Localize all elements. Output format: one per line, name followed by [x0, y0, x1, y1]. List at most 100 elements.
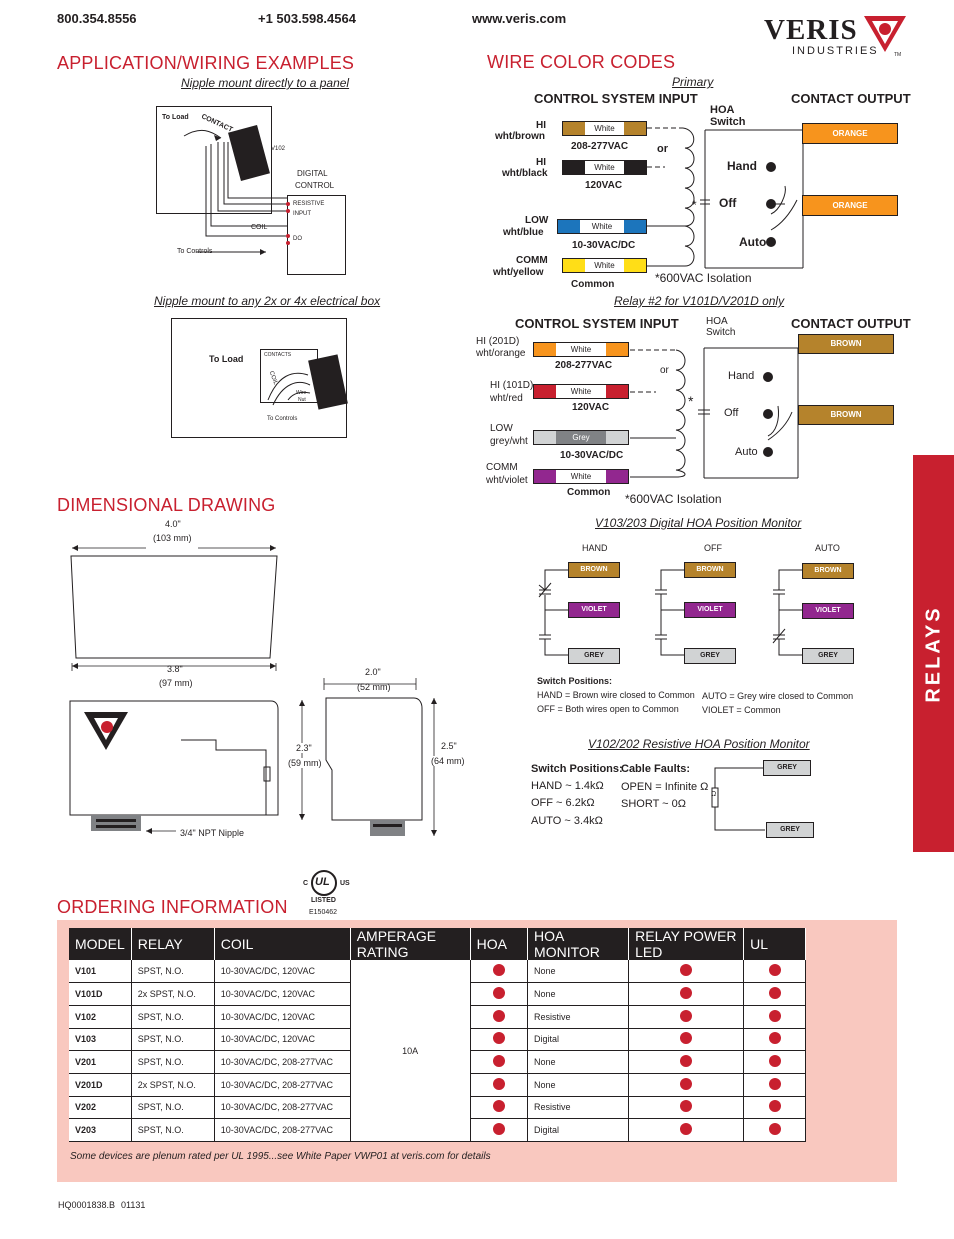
resistive-title: V102/202 Resistive HOA Position Monitor: [588, 737, 810, 751]
header-phone1: 800.354.8556: [57, 11, 137, 26]
cell-coil: 10-30VAC/DC, 120VAC: [214, 982, 351, 1006]
mon-auto-grey: GREY: [802, 648, 854, 664]
cell-led: [628, 1028, 745, 1052]
resistive-sp2: OFF ~ 6.2kΩ: [531, 797, 595, 809]
cell-hoa: [470, 1005, 529, 1029]
ul-code: E150462: [309, 909, 338, 916]
cell-monitor: Digital: [527, 1118, 630, 1142]
front-logo-icon: [84, 712, 128, 750]
p-row-2-label1: LOW: [525, 215, 549, 226]
cell-hoa: [470, 1096, 529, 1120]
cell-ul: [743, 1050, 806, 1074]
front-view-drawing: [69, 700, 279, 834]
r-row-0-mid: White: [570, 345, 592, 354]
monitor-sp4: VIOLET = Common: [702, 705, 781, 715]
mon-hand-brown: BROWN: [568, 562, 620, 578]
resistive-grey-2: GREY: [766, 822, 814, 838]
cell-hoa: [470, 1050, 529, 1074]
relay2-csi: CONTROL SYSTEM INPUT: [515, 316, 679, 331]
r-row-3-bar: White: [533, 469, 629, 484]
veris-logo: VERIS INDUSTRIES TM: [762, 14, 912, 60]
d1-resistive: RESISTIVE: [293, 201, 325, 207]
p-row-3-label2: wht/yellow: [493, 267, 544, 278]
hoa-dot-icon: [492, 1032, 505, 1045]
primary-or: or: [657, 143, 668, 155]
cell-monitor: None: [527, 1050, 630, 1074]
monitor-sp3: AUTO = Grey wire closed to Common: [702, 691, 854, 701]
r-row-2-mid: Grey: [572, 433, 590, 442]
mon-off-brown: BROWN: [684, 562, 736, 578]
ul-dot-icon: [768, 1009, 781, 1022]
hoa-dot-icon: [492, 1009, 505, 1022]
p-row-1-volt: 120VAC: [585, 180, 623, 191]
primary-hoa: HOA: [710, 104, 735, 116]
cell-relay: 2x SPST, N.O.: [131, 982, 215, 1006]
led-dot-icon: [680, 987, 693, 1000]
cell-relay: SPST, N.O.: [131, 1096, 215, 1120]
r-row-1-mid: White: [570, 387, 592, 396]
primary-csi: CONTROL SYSTEM INPUT: [534, 91, 698, 106]
cell-relay: SPST, N.O.: [131, 1118, 215, 1142]
relay2-co: CONTACT OUTPUT: [791, 316, 911, 331]
relay2-off: Off: [724, 407, 739, 419]
ul-dot-icon: [768, 987, 781, 1000]
cell-coil: 10-30VAC/DC, 208-277VAC: [214, 1096, 351, 1120]
cell-relay: SPST, N.O.: [131, 1005, 215, 1029]
th-model: MODEL: [69, 928, 132, 960]
ordering-section-title: ORDERING INFORMATION: [57, 897, 288, 917]
d1-coil: COIL: [251, 224, 268, 231]
r-row-2-label1: LOW: [490, 423, 513, 434]
cell-model: V102: [69, 1005, 132, 1029]
r-row-3-mid: White: [570, 472, 592, 481]
resistive-cf-title: Cable Faults:: [621, 763, 691, 775]
r-row-1-volt: 120VAC: [572, 402, 610, 413]
ul-c: C: [303, 880, 309, 887]
monitor-title: V103/203 Digital HOA Position Monitor: [595, 516, 802, 530]
table-row: V201D 2x SPST, N.O. 10-30VAC/DC, 208-277…: [69, 1073, 806, 1097]
relay2-or: or: [660, 365, 669, 376]
p-row-0-label1: HI: [536, 120, 546, 131]
primary-out-1: ORANGE: [802, 123, 898, 144]
ul-circle: [311, 870, 337, 896]
p-row-0-volt: 208-277VAC: [571, 141, 629, 152]
table-row: V101 SPST, N.O. 10-30VAC/DC, 120VAC 10A …: [69, 960, 806, 1142]
cell-monitor: Digital: [527, 1028, 630, 1052]
cell-relay: SPST, N.O.: [131, 1028, 215, 1052]
relay2-label: Relay #2 for V101D/V201D only: [614, 294, 785, 308]
r-row-2-volt: 10-30VAC/DC: [560, 450, 624, 461]
p-row-2-mid: White: [591, 222, 613, 231]
ul-dot-icon: [768, 1077, 781, 1090]
ul-dot-icon: [768, 1055, 781, 1068]
led-dot-icon: [680, 964, 693, 977]
relay2-out-1: BROWN: [798, 334, 894, 354]
d1-do: DO: [293, 236, 302, 242]
dim-dmm: (52 mm): [357, 682, 391, 692]
cell-led: [628, 1005, 745, 1029]
d2-nut: Nut: [298, 397, 306, 403]
header-website[interactable]: www.veris.com: [472, 11, 567, 26]
cell-led: [628, 1096, 745, 1120]
ul-text: UL: [315, 876, 330, 888]
relay2-auto: Auto: [735, 446, 758, 458]
footer-code: HQ0001838.B: [58, 1200, 116, 1210]
cell-monitor: Resistive: [527, 1096, 630, 1120]
d1-to-load: To Load: [162, 114, 189, 121]
cell-led: [628, 982, 745, 1006]
cell-ul: [743, 1096, 806, 1120]
table-row: V102 SPST, N.O. 10-30VAC/DC, 120VAC Resi…: [69, 1005, 806, 1029]
r-row-3-volt: Common: [567, 487, 611, 498]
monitor-sp-title: Switch Positions:: [537, 676, 613, 686]
mon-hand-violet: VIOLET: [568, 602, 620, 618]
cell-led: [628, 960, 745, 984]
p-row-3-bar: White: [562, 258, 647, 273]
cell-amperage: 10A: [350, 960, 471, 1142]
p-row-0-bar: White: [562, 121, 647, 136]
side-tab-label: RELAYS: [922, 604, 944, 703]
r-row-0-volt: 208-277VAC: [555, 360, 613, 371]
resistive-cf1: OPEN = Infinite Ω: [621, 781, 709, 793]
th-hoa-monitor: HOA MONITOR: [527, 928, 630, 960]
ul-listed: LISTED: [311, 897, 336, 904]
r-row-0-bar: White: [533, 342, 629, 357]
r-row-1-bar: White: [533, 384, 629, 399]
relays-side-tab: RELAYS: [913, 455, 954, 852]
